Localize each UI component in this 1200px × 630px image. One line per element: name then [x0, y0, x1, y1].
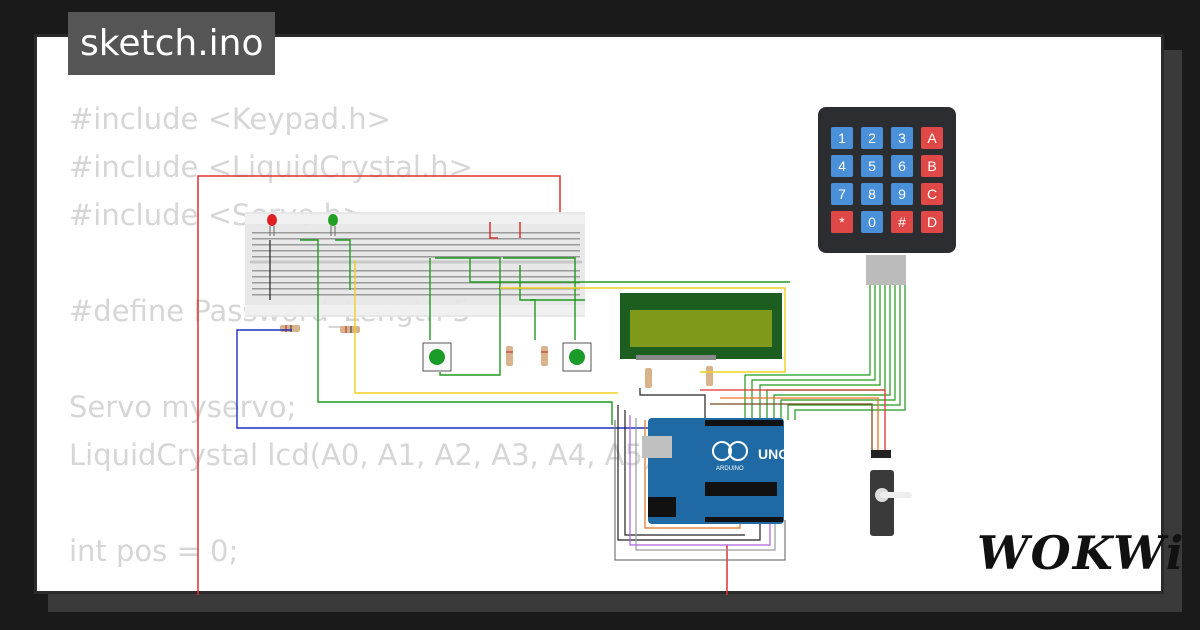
keypad-key[interactable]: 6: [891, 155, 913, 177]
keypad-key[interactable]: 1: [831, 127, 853, 149]
arduino-uno-board: UNO ARDUINO: [642, 418, 789, 524]
resistor: [340, 326, 360, 333]
arduino-uno-label: UNO: [758, 446, 789, 462]
keypad-key[interactable]: 0: [861, 211, 883, 233]
code-line: #include <Keypad.h>: [69, 102, 391, 136]
servo-motor: [700, 389, 912, 536]
code-line: Servo myservo;: [69, 390, 297, 424]
file-tab[interactable]: sketch.ino: [68, 12, 276, 75]
keypad-key[interactable]: 2: [861, 127, 883, 149]
code-line: int pos = 0;: [69, 534, 239, 568]
resistor: [541, 346, 548, 366]
keypad-key[interactable]: 7: [831, 183, 853, 205]
breadboard: [245, 212, 585, 317]
keypad-key[interactable]: 8: [861, 183, 883, 205]
green-led: [328, 214, 338, 236]
resistor: [280, 325, 300, 332]
push-button-left[interactable]: [422, 342, 452, 372]
keypad-key[interactable]: 3: [891, 127, 913, 149]
keypad-key[interactable]: D: [921, 211, 943, 233]
keypad-key[interactable]: 5: [861, 155, 883, 177]
red-led: [267, 214, 277, 236]
wokwi-logo: WOKWi: [977, 526, 1186, 580]
resistor: [645, 368, 652, 388]
resistor: [506, 346, 513, 366]
keypad-key[interactable]: #: [891, 211, 913, 233]
keypad-key[interactable]: *: [831, 211, 853, 233]
code-background: #include <Keypad.h> #include <LiquidCrys…: [69, 95, 664, 575]
code-line: #include <LiquidCrystal.h>: [69, 150, 473, 184]
code-line: LiquidCrystal lcd(A0, A1, A2, A3, A4, A5…: [69, 438, 665, 472]
keypad-key[interactable]: A: [921, 127, 943, 149]
keypad-key[interactable]: B: [921, 155, 943, 177]
keypad-key[interactable]: 9: [891, 183, 913, 205]
keypad: [744, 107, 956, 420]
keypad-key[interactable]: C: [921, 183, 943, 205]
resistor: [706, 366, 713, 386]
arduino-brand-label: ARDUINO: [716, 466, 744, 472]
preview-card: #include <Keypad.h> #include <LiquidCrys…: [34, 34, 1164, 594]
push-button-right[interactable]: [562, 342, 592, 372]
lcd-display: [620, 293, 782, 360]
keypad-key[interactable]: 4: [831, 155, 853, 177]
